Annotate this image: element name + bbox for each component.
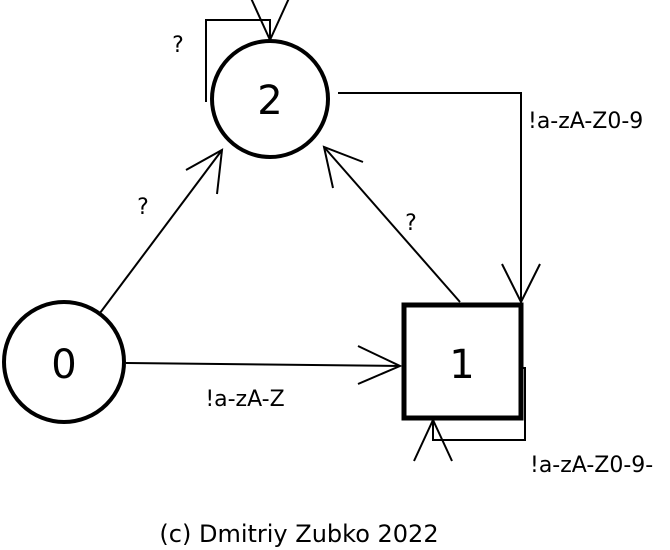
- edge-line: [323, 146, 461, 303]
- state-1-label: 1: [449, 342, 474, 388]
- arrowhead: [185, 148, 224, 195]
- state-0-label: 0: [51, 342, 76, 388]
- arrowhead: [357, 345, 403, 385]
- transition-0-to-2: ?: [99, 148, 224, 314]
- edge-line: [338, 92, 522, 302]
- edge-label-0-to-1: !a-zA-Z: [205, 387, 284, 412]
- transition-1-to-1: !a-zA-Z0-9-: [413, 367, 653, 478]
- state-1-square: [401, 302, 524, 421]
- transition-0-to-1: !a-zA-Z: [125, 345, 403, 412]
- edge-label-2-to-2: ?: [172, 33, 184, 58]
- edge-label-0-to-2: ?: [137, 195, 149, 220]
- edge-line: [432, 367, 526, 441]
- arrowhead: [501, 263, 541, 305]
- copyright-text: (c) Dmitriy Zubko 2022: [159, 520, 438, 548]
- transition-2-to-1: !a-zA-Z0-9: [338, 92, 643, 305]
- edge-label-2-to-1: !a-zA-Z0-9: [528, 109, 643, 134]
- arrowhead: [322, 145, 364, 189]
- state-2-circle: [210, 39, 330, 159]
- state-1: 1: [401, 302, 524, 421]
- state-2-label: 2: [257, 78, 282, 124]
- edge-line: [205, 19, 271, 102]
- state-0-circle: [2, 300, 126, 424]
- edge-line: [125, 362, 401, 367]
- state-0: 0: [2, 300, 126, 424]
- transition-1-to-2: ?: [322, 145, 461, 303]
- edge-label-1-to-1: !a-zA-Z0-9-: [530, 453, 653, 478]
- edge-line: [99, 149, 223, 314]
- state-2: 2: [210, 39, 330, 159]
- edge-label-1-to-2: ?: [405, 211, 417, 236]
